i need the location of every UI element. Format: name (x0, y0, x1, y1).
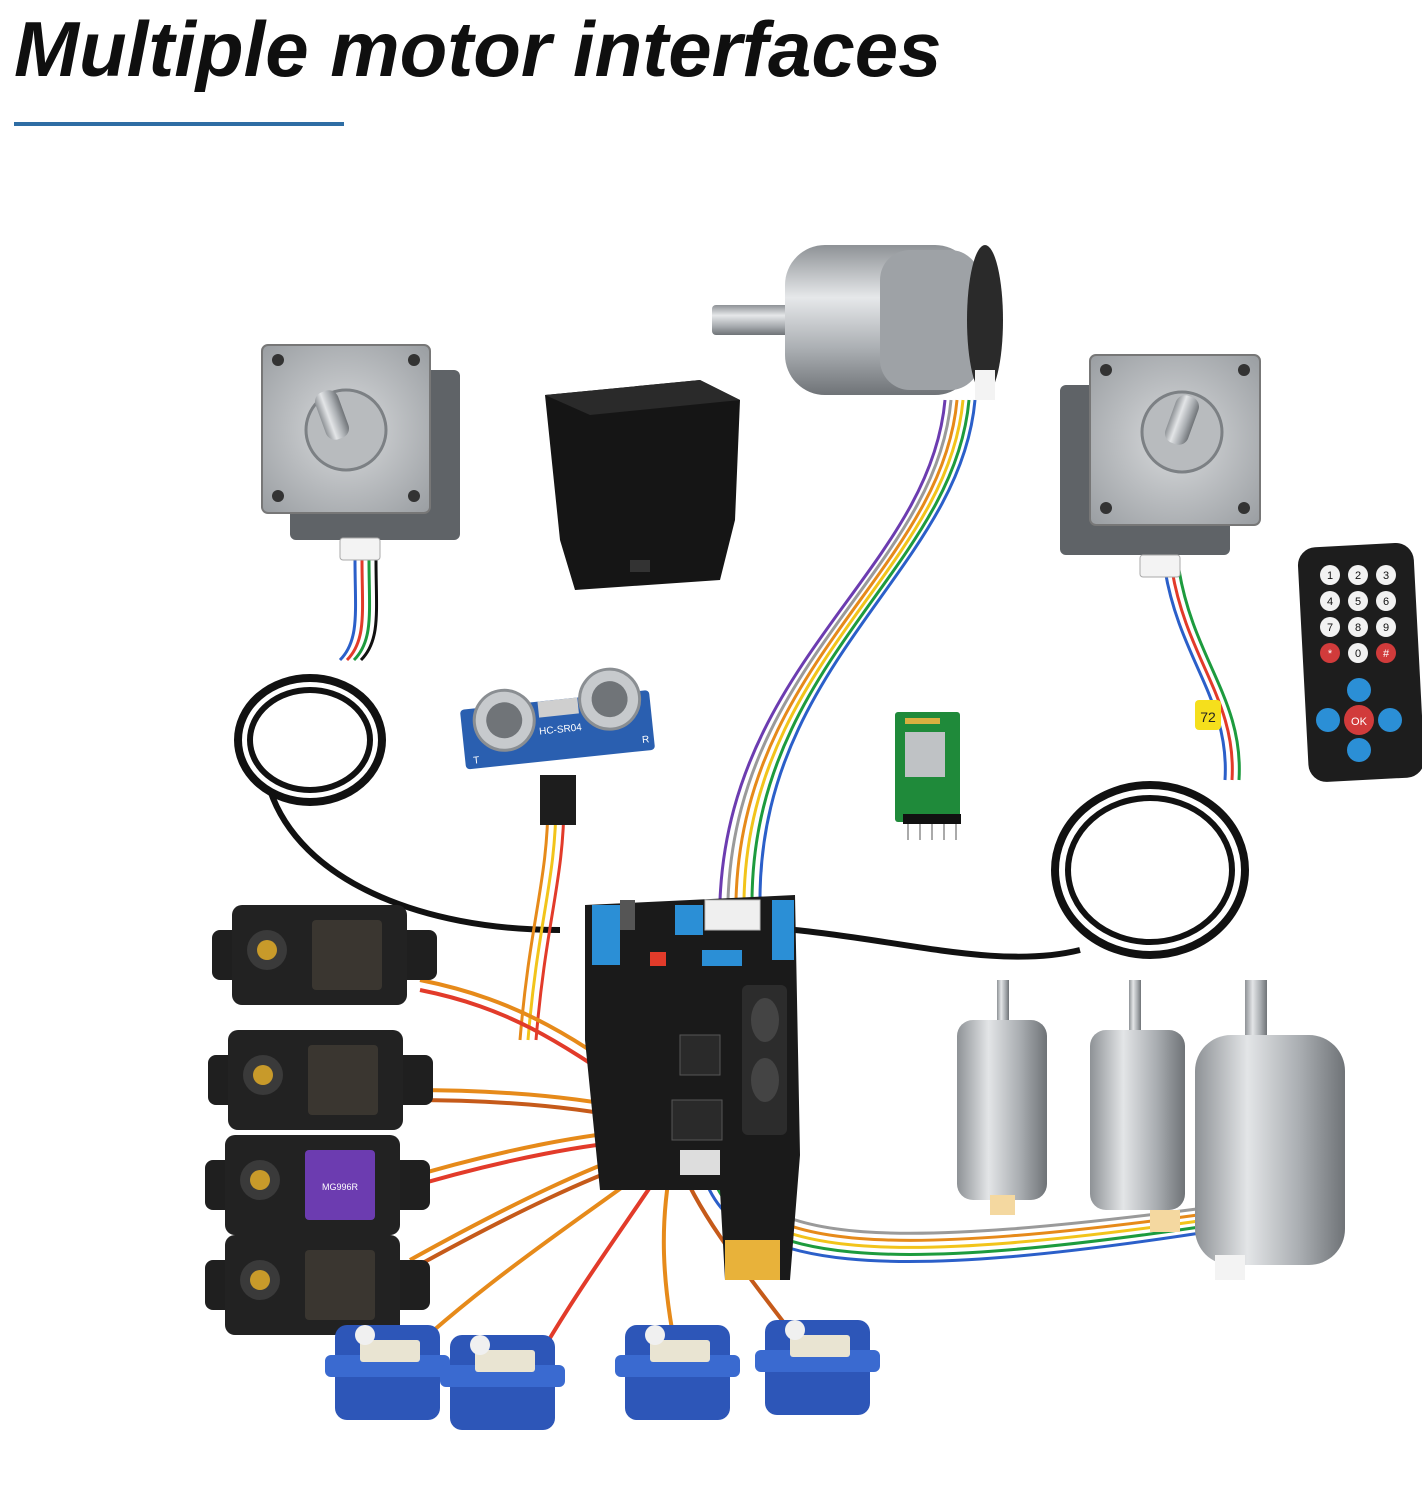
remote-key (1320, 565, 1340, 585)
remote-up-button (1347, 678, 1371, 702)
remote-key (1320, 591, 1340, 611)
wireless-module (895, 712, 961, 840)
remote-key (1348, 591, 1368, 611)
remote-key (1348, 565, 1368, 585)
servo-large (208, 1030, 433, 1130)
remote-key-label: 8 (1355, 622, 1361, 634)
sensor-model-label: HC-SR04 (539, 722, 583, 737)
remote-key-label: 6 (1383, 596, 1389, 608)
controller-board (585, 895, 800, 1280)
remote-key (1320, 617, 1340, 637)
remote-key-label: 7 (1327, 622, 1333, 634)
servo-large (205, 1235, 430, 1335)
servo-model-label: MG996R (322, 1182, 359, 1192)
board-connector (704, 899, 761, 931)
sensor-wires (518, 799, 566, 1041)
servo-large: MG996R (205, 1135, 430, 1235)
remote-key-label: 1 (1327, 570, 1333, 582)
ultrasonic-sensor: HC-SR04 T R (460, 667, 655, 770)
servo-micro (440, 1335, 565, 1430)
cable-tag (1195, 700, 1221, 730)
servo-micro (615, 1325, 740, 1420)
remote-key (1376, 591, 1396, 611)
remote-key (1376, 565, 1396, 585)
remote-down-button (1347, 738, 1371, 762)
servo-large (212, 905, 437, 1005)
remote-right-button (1378, 708, 1402, 732)
cable-left-stepper (338, 559, 379, 662)
ir-remote: 1 2 3 4 5 6 7 8 9 * 0 # OK (1297, 542, 1422, 782)
page-title: Multiple motor interfaces (14, 5, 942, 93)
remote-key-label: * (1328, 648, 1333, 660)
remote-key-label: 4 (1327, 596, 1333, 608)
cable-encoder-motor-top (718, 399, 977, 901)
title-underline (14, 122, 344, 126)
remote-key-label: 2 (1355, 570, 1361, 582)
stepper-motor-right (1060, 354, 1261, 578)
remote-key-label: 0 (1355, 648, 1361, 660)
remote-key-label: 9 (1383, 622, 1389, 634)
remote-key (1376, 617, 1396, 637)
servo-micro (325, 1325, 450, 1420)
remote-ok-button (1344, 705, 1374, 735)
stepper-motor-left (261, 344, 460, 561)
ps2-wireless-receiver (545, 380, 740, 590)
remote-key (1348, 617, 1368, 637)
remote-key-label: 3 (1383, 570, 1389, 582)
remote-key (1348, 643, 1368, 663)
sensor-header-pins (540, 775, 576, 825)
product-photo: 72 1 2 3 4 5 6 7 8 9 * 0 # OK HC-SR04 T R (205, 245, 1422, 1430)
remote-left-button (1316, 708, 1340, 732)
cable-coil-right (1051, 781, 1249, 959)
remote-key (1376, 643, 1396, 663)
terminal-block (592, 905, 620, 965)
sensor-t-label: T (473, 755, 480, 767)
servo-micro (755, 1320, 880, 1415)
dc-gear-motor-3 (1195, 980, 1345, 1280)
sensor-r-label: R (642, 734, 650, 746)
remote-ok-label: OK (1351, 716, 1368, 728)
encoder-gear-motor-top (712, 245, 1003, 400)
remote-key-label: 5 (1355, 596, 1361, 608)
remote-key (1320, 643, 1340, 663)
remote-key-label: # (1383, 648, 1390, 660)
cable-coil-left (234, 674, 386, 806)
cable-right-stepper (1163, 569, 1241, 781)
dc-gear-motor-2 (1090, 980, 1185, 1232)
dc-gear-motor-1 (957, 980, 1047, 1215)
remote-keypad: 1 2 3 4 5 6 7 8 9 * 0 # (1320, 565, 1396, 663)
cable-tag-label: 72 (1200, 709, 1216, 725)
